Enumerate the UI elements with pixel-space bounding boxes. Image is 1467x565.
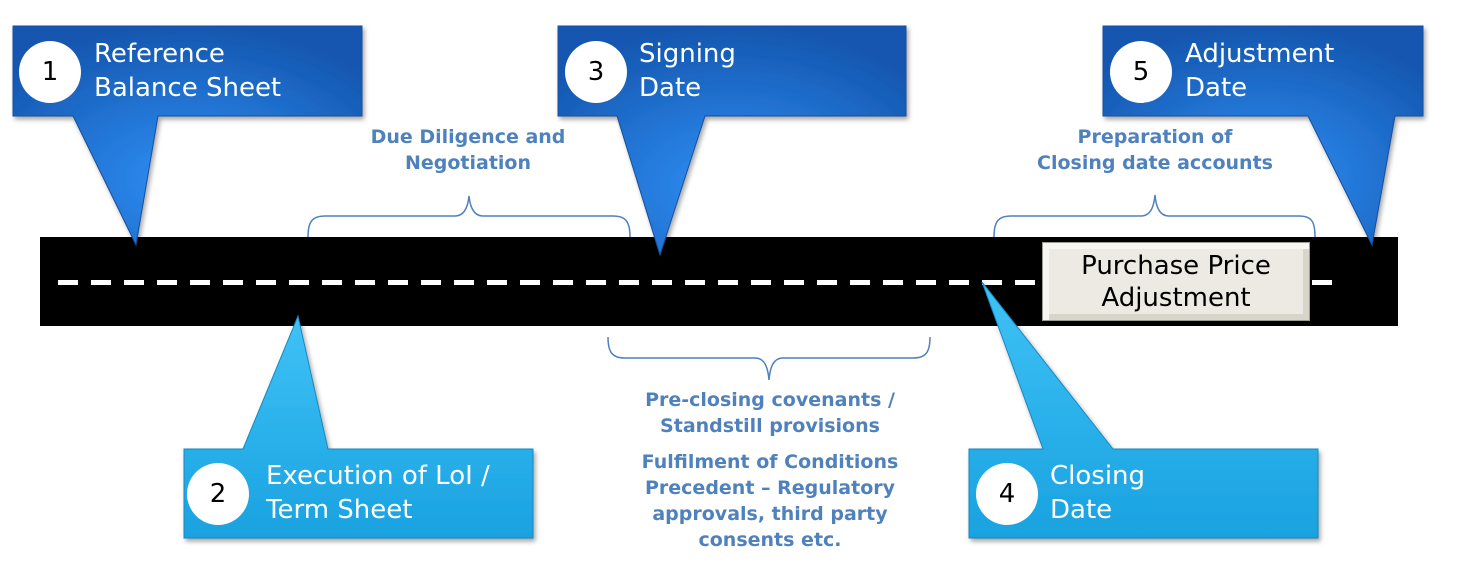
- road-dash: [223, 280, 243, 285]
- road-dash: [91, 280, 111, 285]
- brace-preparation: [993, 194, 1316, 238]
- brace-pre-closing: [607, 336, 931, 381]
- annotation-fulfilment: Fulfilment of Conditions Precedent – Reg…: [620, 449, 920, 553]
- road-dash: [58, 280, 78, 285]
- road-dash: [982, 280, 1002, 285]
- road-dash: [850, 280, 870, 285]
- road-dash: [751, 280, 771, 285]
- road-dash: [883, 280, 903, 285]
- road-dash: [553, 280, 573, 285]
- annotation-fulfilment-line4: consents etc.: [698, 529, 842, 551]
- callout-1-number-badge: 1: [19, 41, 81, 103]
- annotation-fulfilment-line3: approvals, third party: [652, 503, 888, 525]
- road-dash: [355, 280, 375, 285]
- annotation-preparation: Preparation of Closing date accounts: [1005, 124, 1305, 176]
- road-dash: [454, 280, 474, 285]
- callout-2-execution-loi: [183, 314, 534, 539]
- callout-1-reference-balance-sheet: [12, 25, 363, 247]
- callout-2-line2: Term Sheet: [266, 495, 413, 525]
- callout-5-line1: Adjustment: [1185, 39, 1335, 69]
- callout-3-label: Signing Date: [639, 37, 736, 105]
- road-dash: [190, 280, 210, 285]
- annotation-due-diligence-line2: Negotiation: [404, 152, 532, 174]
- brace-due-diligence: [307, 195, 631, 238]
- callout-1-line2: Balance Sheet: [94, 73, 282, 103]
- callout-4-number-badge: 4: [976, 463, 1038, 525]
- callout-3-signing-date: [557, 25, 907, 257]
- road-dash: [916, 280, 936, 285]
- road-dash: [421, 280, 441, 285]
- road-dash: [520, 280, 540, 285]
- callout-5-adjustment-date: [1102, 25, 1424, 247]
- road-dash: [124, 280, 144, 285]
- annotation-pre-closing-line2: Standstill provisions: [660, 415, 880, 437]
- road-dash: [817, 280, 837, 285]
- callout-3-number-badge: 3: [565, 41, 627, 103]
- road-center-dashes: [58, 280, 1332, 285]
- annotation-preparation-line1: Preparation of: [1077, 126, 1233, 148]
- road-dash: [487, 280, 507, 285]
- callout-3-line1: Signing: [639, 39, 736, 69]
- callout-4-line2: Date: [1050, 495, 1113, 525]
- road-dash: [289, 280, 309, 285]
- road-dash: [718, 280, 738, 285]
- purchase-price-adjustment-box: Purchase Price Adjustment: [1042, 242, 1310, 321]
- annotation-pre-closing: Pre-closing covenants / Standstill provi…: [620, 387, 920, 439]
- annotation-fulfilment-line1: Fulfilment of Conditions: [641, 451, 899, 473]
- annotation-due-diligence-line1: Due Diligence and: [370, 126, 566, 148]
- road-dash: [619, 280, 639, 285]
- annotation-pre-closing-line1: Pre-closing covenants /: [645, 389, 895, 411]
- callout-1-line1: Reference: [94, 39, 225, 69]
- callout-5-line2: Date: [1185, 73, 1248, 103]
- road-dash: [157, 280, 177, 285]
- callout-1-label: Reference Balance Sheet: [94, 37, 281, 105]
- road-dash: [322, 280, 342, 285]
- callout-2-label: Execution of LoI / Term Sheet: [266, 459, 490, 527]
- callout-4-closing-date: [968, 281, 1319, 539]
- road-dash: [784, 280, 804, 285]
- annotation-preparation-line2: Closing date accounts: [1037, 152, 1273, 174]
- annotation-due-diligence: Due Diligence and Negotiation: [318, 124, 618, 176]
- road-dash: [949, 280, 969, 285]
- callout-4-line1: Closing: [1050, 461, 1146, 491]
- road-dash: [586, 280, 606, 285]
- callout-3-line2: Date: [639, 73, 702, 103]
- road-dash: [685, 280, 705, 285]
- road-dash: [1015, 280, 1035, 285]
- callout-5-number-badge: 5: [1110, 41, 1172, 103]
- callout-2-number-badge: 2: [187, 463, 249, 525]
- annotation-fulfilment-line2: Precedent – Regulatory: [644, 477, 896, 499]
- callout-5-label: Adjustment Date: [1185, 37, 1334, 105]
- road-dash: [652, 280, 672, 285]
- ppa-line2: Adjustment: [1101, 282, 1251, 313]
- callout-2-line1: Execution of LoI /: [266, 461, 490, 491]
- road-dash: [388, 280, 408, 285]
- callout-4-label: Closing Date: [1050, 459, 1145, 527]
- ppa-line1: Purchase Price: [1081, 250, 1271, 281]
- road-dash: [256, 280, 276, 285]
- road-dash: [1312, 280, 1332, 285]
